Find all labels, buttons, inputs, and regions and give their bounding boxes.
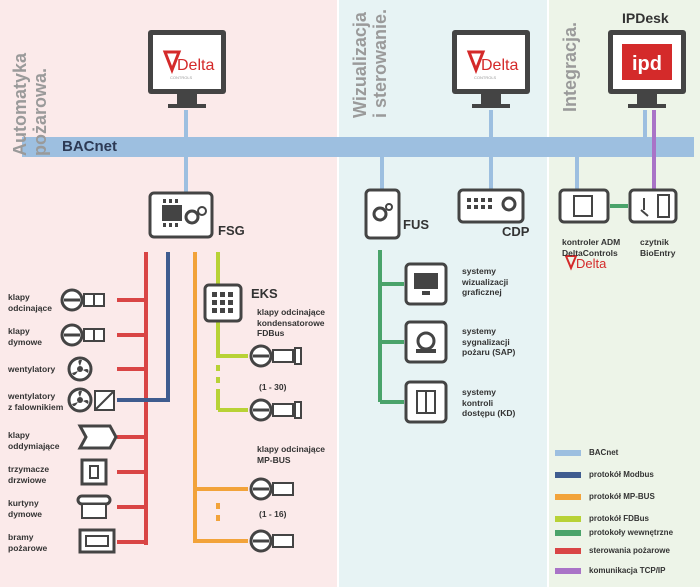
- cdp-controller-icon: [457, 188, 525, 224]
- ipdesk-title: IPDesk: [622, 10, 669, 26]
- delta-logo-sub: CONTROLS: [170, 75, 193, 80]
- legend-label-mpbus: protokół MP-BUS: [589, 492, 655, 501]
- system-label-visualization: systemy wizualizacji graficznej: [462, 266, 509, 297]
- fsg-controller-icon: [148, 191, 214, 239]
- eks-description: klapy odcinające kondensatorowe FDBus: [257, 307, 326, 338]
- mpbus-damper-2: [249, 529, 294, 553]
- fan-inverter-icon: [67, 387, 115, 413]
- mpbus-description: klapy odcinające MP-BUS: [257, 444, 326, 465]
- device-label-fans: wentylatory: [8, 364, 56, 374]
- device-label-fire-dampers: klapy odcinające: [8, 292, 52, 313]
- monitor-ipdesk: ipd: [608, 30, 686, 108]
- adm-delta-logo: Delta: [564, 255, 607, 271]
- delta-logo-text-2: Delta: [481, 57, 518, 74]
- door-holder-icon: [80, 458, 108, 486]
- modbus-line: [117, 252, 170, 402]
- legend-swatch-fdbus: [555, 516, 581, 522]
- device-label-smoke-curtains: kurtyny dymowe: [8, 498, 43, 519]
- system-label-fire-alarm: systemy sygnalizacji pożaru (SAP): [462, 326, 516, 357]
- section-title-visual: Wizualizacja i sterowanie.: [350, 8, 390, 118]
- device-label-smoke-dampers: klapy dymowe: [8, 326, 43, 347]
- adm-controller-icon: [558, 188, 610, 224]
- device-label-door-holders: trzymacze drzwiowe: [8, 464, 50, 485]
- fan-icon: [67, 356, 93, 382]
- device-label-fire-gates: bramy pożarowe: [8, 532, 48, 553]
- damper-icon-2: [60, 323, 105, 347]
- mpbus-line: [193, 252, 248, 543]
- section-integration-bg: [549, 0, 700, 587]
- legend-label-bacnet: BACnet: [589, 448, 619, 457]
- legend-label-modbus: protokół Modbus: [589, 470, 654, 479]
- legend-swatch-fire-control: [555, 548, 581, 554]
- legend-label-tcpip: komunikacja TCP/IP: [589, 566, 666, 575]
- delta-logo-sub-2: CONTROLS: [474, 75, 497, 80]
- fire-gate-icon: [78, 528, 116, 554]
- fus-controller-icon: [364, 188, 401, 240]
- bioentry-label: czytnik BioEntry: [640, 237, 676, 258]
- bacnet-drops: [184, 110, 647, 193]
- device-label-fans-inverter: wentylatory z falownikiem: [8, 391, 64, 412]
- mpbus-range: (1 - 16): [259, 509, 287, 519]
- adm-delta-logo-text: Delta: [576, 256, 607, 271]
- device-label-exhaust-dampers: klapy oddymiające: [8, 430, 60, 451]
- smoke-curtain-icon: [76, 494, 112, 519]
- fus-label: FUS: [403, 217, 429, 232]
- internal-lines: [378, 204, 628, 404]
- mpbus-damper-1: [249, 477, 294, 501]
- legend-swatch-mpbus: [555, 494, 581, 500]
- access-control-system-icon: [404, 380, 448, 424]
- fdbus-damper-2: [249, 398, 302, 422]
- bioentry-reader-icon: [628, 188, 678, 224]
- legend-swatch-modbus: [555, 472, 581, 478]
- fdbus-loop: [216, 322, 248, 358]
- delta-logo-text: Delta: [177, 57, 214, 74]
- fire-alarm-system-icon: [404, 320, 448, 364]
- system-label-access-control: systemy kontroli dostępu (KD): [462, 387, 516, 418]
- smoke-damper-icon: [77, 424, 118, 450]
- section-title-integration: Integracja.: [560, 21, 580, 112]
- eks-label: EKS: [251, 286, 278, 301]
- monitor-delta-fire: Delta CONTROLS: [148, 30, 226, 108]
- adm-label: kontroler ADM DeltaControls: [562, 237, 621, 258]
- legend-label-fire-control: sterowania pożarowe: [589, 546, 670, 555]
- cdp-label: CDP: [502, 224, 530, 239]
- damper-icon-1: [60, 288, 105, 312]
- legend-swatch-tcpip: [555, 568, 581, 574]
- legend-swatch-internal: [555, 530, 581, 536]
- fdbus-damper-1: [249, 344, 302, 368]
- fdbus-range: (1 - 30): [259, 382, 287, 392]
- legend-label-fdbus: protokół FDBus: [589, 514, 649, 523]
- monitor-delta-visual: Delta CONTROLS: [452, 30, 530, 108]
- ipdesk-logo-text: ipd: [632, 53, 662, 75]
- fsg-label: FSG: [218, 223, 245, 238]
- eks-keypad-icon: [203, 283, 243, 323]
- legend-label-internal: protokoły wewnętrzne: [589, 528, 674, 537]
- legend-swatch-bacnet: [555, 450, 581, 456]
- bacnet-bus-label: BACnet: [62, 138, 117, 155]
- visualization-system-icon: [404, 262, 448, 306]
- bacnet-bus: [22, 137, 694, 157]
- section-title-fire: Automatyka pożarowa.: [10, 52, 50, 156]
